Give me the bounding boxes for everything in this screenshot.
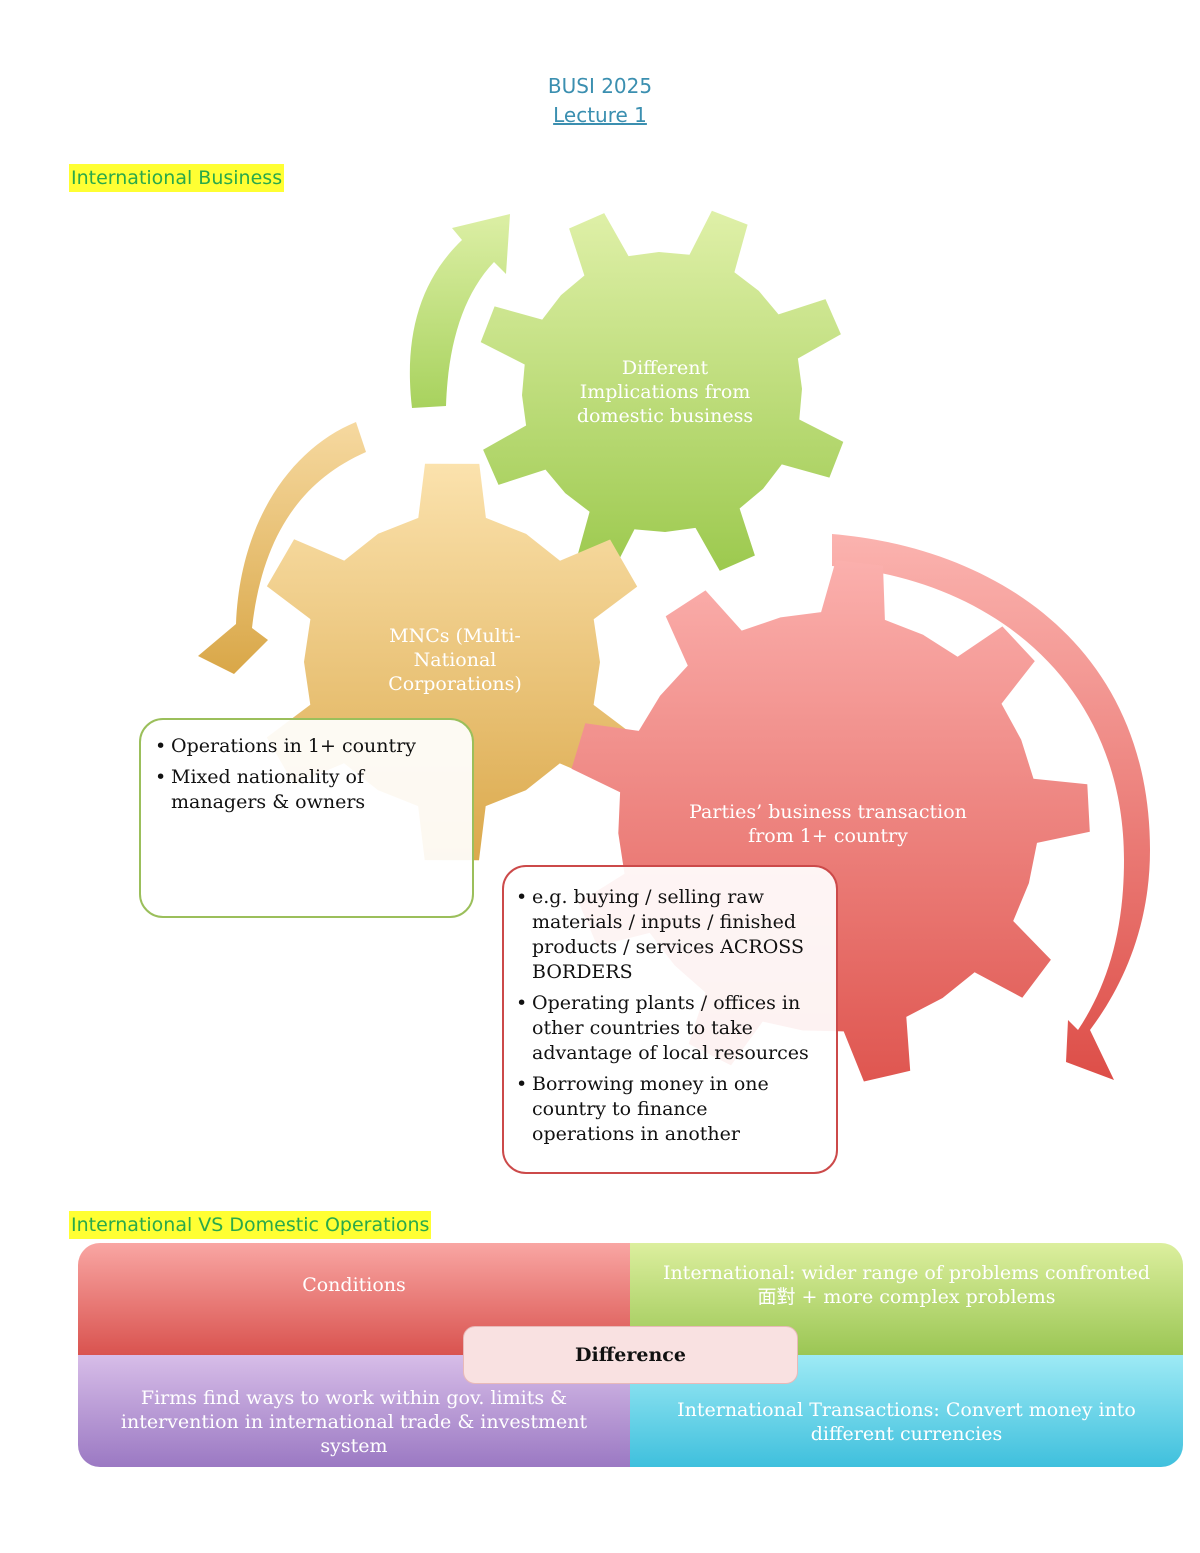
mnc-details-box: Operations in 1+ country Mixed nationali… [139,718,474,918]
list-item: Operations in 1+ country [153,734,460,759]
red-curved-arrow [832,534,1150,1080]
green-gear-label: Different Implications from domestic bus… [576,357,754,427]
parties-details-box: e.g. buying / selling raw materials / in… [502,865,838,1174]
section-heading-international-business: International Business [69,164,285,192]
gears-diagram [198,210,1150,1082]
list-item: e.g. buying / selling raw materials / in… [514,885,826,985]
red-gear-label: Parties’ business transaction from 1+ co… [689,801,967,847]
lecture-title-text: Lecture 1 [553,103,647,127]
green-curved-arrow [409,214,510,408]
orange-curved-arrow [198,422,366,674]
orange-gear-label: MNCs (Multi- National Corporations) [388,625,522,695]
list-item: Operating plants / offices in other coun… [514,991,826,1066]
matrix-center-difference: Difference [463,1326,798,1384]
list-item: Borrowing money in one country to financ… [514,1072,826,1147]
list-item: Mixed nationality of managers & owners [153,765,460,815]
lecture-title: Lecture 1 [0,103,1200,127]
section-heading-vs: International VS Domestic Operations [69,1211,432,1239]
course-title: BUSI 2025 [547,74,653,98]
green-gear [480,210,844,574]
